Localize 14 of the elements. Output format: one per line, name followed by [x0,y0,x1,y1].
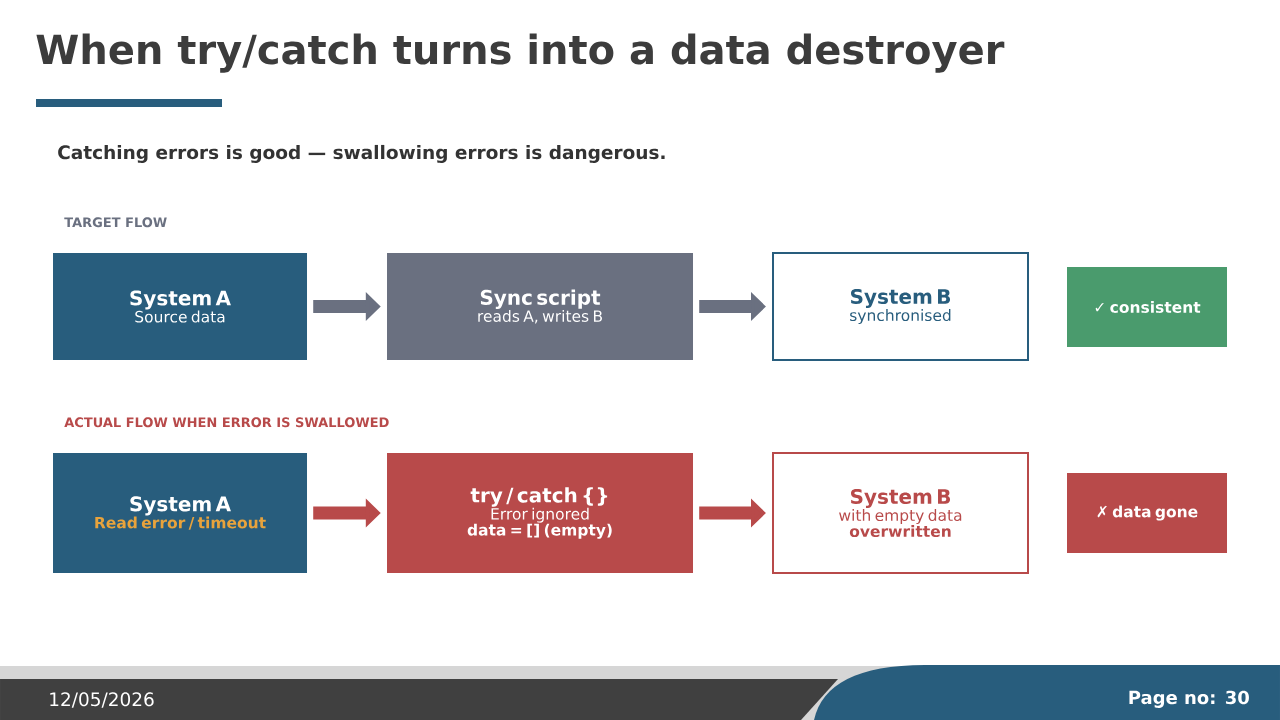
process-box: Sync script reads A, writes B [387,253,693,360]
section-heading: TARGET FLOW [64,217,167,228]
process-box: try / catch {} Error ignored data = [] (empty) [387,453,693,573]
status-badge: ✓ consistent [1067,267,1227,347]
process-box: System A Source data [53,253,307,360]
process-box: System B synchronised [772,252,1029,361]
footer-date: 12/05/2026 [50,692,154,708]
process-box: System A Read error / timeout [53,453,307,573]
status-badge: ✗ data gone [1067,473,1227,553]
title: When try/catch turns into a data destroyer [36,33,1005,73]
subtitle: Catching errors is good — swallowing errors is dangerous. [58,144,665,163]
page-number: Page no: 30 [1129,690,1249,708]
section-heading: ACTUAL FLOW WHEN ERROR IS SWALLOWED [64,417,389,428]
process-box: System B with empty data overwritten [772,452,1029,574]
